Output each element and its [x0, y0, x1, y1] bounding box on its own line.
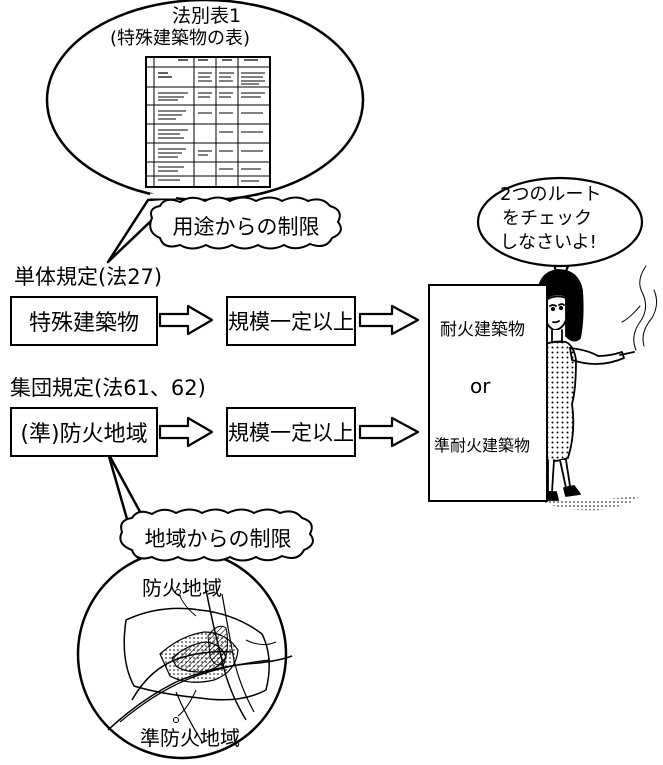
single-rule-label: 単体規定(法27)	[14, 265, 163, 289]
woman-character-illustration	[532, 265, 658, 501]
area-cloud-shape	[119, 508, 314, 562]
scale-threshold-box-1: 規模一定以上	[226, 296, 356, 346]
special-building-box: 特殊建築物	[10, 296, 158, 346]
shadow-dots	[540, 496, 640, 511]
speech-line-2: をチェック	[502, 208, 592, 229]
group-rule-label: 集団規定(法61、62)	[10, 376, 206, 400]
table-title: 法別表1	[172, 5, 242, 27]
zone-map	[107, 589, 293, 743]
result-box: 耐火建築物 or 準耐火建築物	[428, 284, 548, 502]
speech-line-1: 2つのルート	[500, 184, 602, 205]
or-label: or	[470, 374, 491, 398]
usage-restriction-label: 用途からの制限	[172, 215, 320, 239]
usage-cloud-shape	[149, 196, 342, 250]
arrows-row-2	[158, 416, 420, 448]
speech-line-3: しなさいよ!	[500, 232, 597, 253]
semi-fire-zone-map-label: 準防火地域	[140, 726, 240, 750]
table-subtitle: (特殊建築物の表)	[110, 28, 251, 49]
scale-threshold-box-2: 規模一定以上	[226, 407, 356, 457]
fire-zone-box: (準)防火地域	[10, 407, 158, 457]
arrows-row-1	[158, 304, 420, 336]
fireproof-building-label: 耐火建築物	[440, 320, 525, 340]
semi-fireproof-building-label: 準耐火建築物	[434, 436, 531, 455]
special-building-table-thumbnail	[145, 56, 271, 188]
fire-zone-map-label: 防火地域	[142, 576, 222, 600]
area-restriction-label: 地域からの制限	[144, 527, 292, 551]
